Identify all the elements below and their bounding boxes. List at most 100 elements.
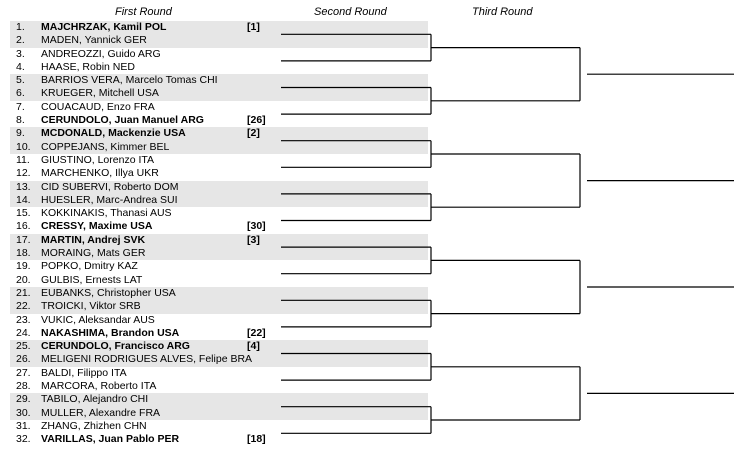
draw-entry: 27. BALDI, Filippo ITA	[10, 367, 428, 380]
entry-name: COUACAUD, Enzo FRA	[41, 100, 155, 113]
entry-num: 15.	[16, 207, 31, 220]
entry-num: 22.	[16, 300, 31, 313]
draw-entry: 10. COPPEJANS, Kimmer BEL	[10, 140, 428, 154]
draw-entry: 11. GIUSTINO, Lorenzo ITA	[10, 154, 428, 167]
draw-entry: 9.MCDONALD, Mackenzie USA[2]	[10, 127, 428, 141]
draw-list: 1.MAJCHRZAK, Kamil POL[1]2.MADEN, Yannic…	[10, 21, 428, 447]
draw-entry: 16. CRESSY, Maxime USA [30]	[10, 220, 428, 233]
entry-seed: [22]	[247, 326, 266, 339]
entry-name: CERUNDOLO, Juan Manuel ARG	[41, 114, 204, 127]
entry-seed: [18]	[247, 433, 266, 446]
draw-entry: 14. HUESLER, Marc-Andrea SUI	[10, 193, 428, 208]
draw-entry: 8. CERUNDOLO, Juan Manuel ARG [26]	[10, 114, 428, 127]
entry-name: HAASE, Robin NED	[41, 60, 135, 73]
entry-num: 4.	[16, 60, 25, 73]
entry-num: 28.	[16, 380, 31, 393]
entry-name: MELIGENI RODRIGUES ALVES, Felipe BRA	[41, 353, 253, 366]
entry-num: 21.	[16, 286, 31, 299]
draw-entry: 24. NAKASHIMA, Brandon USA [22]	[10, 327, 428, 340]
draw-entry: 5.BARRIOS VERA, Marcelo Tomas CHI	[10, 74, 428, 88]
entry-seed: [26]	[247, 114, 266, 127]
draw-entry: 32. VARILLAS, Juan Pablo PER [18]	[10, 433, 428, 446]
entry-num: 27.	[16, 366, 31, 379]
entry-name: HUESLER, Marc-Andrea SUI	[41, 193, 178, 206]
draw-entry: 28. MARCORA, Roberto ITA	[10, 380, 428, 393]
draw-entry: 7. COUACAUD, Enzo FRA	[10, 101, 428, 114]
entry-num: 2.	[16, 34, 25, 47]
entry-num: 23.	[16, 313, 31, 326]
draw-entry: 19. POPKO, Dmitry KAZ	[10, 260, 428, 273]
entry-name: MAJCHRZAK, Kamil POL	[41, 21, 167, 33]
draw-entry: 17. MARTIN, Andrej SVK [3]	[10, 233, 428, 248]
draw-entry: 20. GULBIS, Ernests LAT	[10, 274, 428, 287]
entry-num: 1.	[16, 21, 25, 33]
entry-num: 10.	[16, 140, 31, 153]
entry-name: VARILLAS, Juan Pablo PER	[41, 433, 180, 446]
entry-num: 31.	[16, 419, 31, 432]
entry-name: MARTIN, Andrej SVK	[41, 233, 146, 246]
entry-num: 32.	[16, 433, 31, 446]
entry-num: 29.	[16, 393, 31, 406]
draw-entry: 1.MAJCHRZAK, Kamil POL[1]	[10, 21, 428, 35]
entry-num: 18.	[16, 247, 31, 260]
entry-num: 12.	[16, 167, 31, 180]
entry-num: 25.	[16, 340, 31, 353]
entry-name: EUBANKS, Christopher USA	[41, 286, 176, 299]
draw-entry: 26.MELIGENI RODRIGUES ALVES, Felipe BRA	[10, 353, 428, 367]
second-round-header: Second Round	[314, 6, 387, 18]
entry-name: CRESSY, Maxime USA	[41, 220, 153, 233]
draw-entry: 22. TROICKI, Viktor SRB	[10, 300, 428, 314]
entry-seed: [30]	[247, 220, 266, 233]
entry-name: MADEN, Yannick GER	[41, 34, 147, 47]
draw-entry: 29. TABILO, Alejandro CHI	[10, 393, 428, 407]
entry-num: 19.	[16, 260, 31, 273]
draw-entry: 31. ZHANG, Zhizhen CHN	[10, 420, 428, 433]
entry-num: 16.	[16, 220, 31, 233]
entry-num: 13.	[16, 180, 31, 193]
third-round-header: Third Round	[472, 6, 533, 18]
draw-entry: 18. MORAING, Mats GER	[10, 247, 428, 261]
entry-num: 17.	[16, 233, 31, 246]
entry-name: KRUEGER, Mitchell USA	[41, 87, 159, 100]
entry-name: MCDONALD, Mackenzie USA	[41, 127, 186, 140]
entry-name: ZHANG, Zhizhen CHN	[41, 419, 147, 432]
entry-seed: [3]	[247, 233, 260, 246]
entry-num: 3.	[16, 47, 25, 60]
draw-entry: 3. ANDREOZZI, Guido ARG	[10, 48, 428, 61]
entry-name: KOKKINAKIS, Thanasi AUS	[41, 207, 172, 220]
draw-entry: 23. VUKIC, Aleksandar AUS	[10, 314, 428, 327]
entry-name: MORAING, Mats GER	[41, 247, 146, 260]
entry-num: 24.	[16, 326, 31, 339]
draw-entry: 15. KOKKINAKIS, Thanasi AUS	[10, 207, 428, 220]
draw-entry: 12. MARCHENKO, Illya UKR	[10, 167, 428, 180]
entry-num: 11.	[16, 153, 30, 166]
entry-name: POPKO, Dmitry KAZ	[41, 260, 138, 273]
entry-num: 30.	[16, 406, 31, 419]
draw-entry: 4. HAASE, Robin NED	[10, 61, 428, 74]
entry-name: CID SUBERVI, Roberto DOM	[41, 180, 179, 193]
entry-name: GULBIS, Ernests LAT	[41, 273, 143, 286]
entry-name: BALDI, Filippo ITA	[41, 366, 127, 379]
entry-name: MARCORA, Roberto ITA	[41, 380, 157, 393]
draw-entry: 2. MADEN, Yannick GER	[10, 34, 428, 48]
entry-name: TABILO, Alejandro CHI	[41, 393, 149, 406]
entry-name: VUKIC, Aleksandar AUS	[41, 313, 155, 326]
entry-num: 5.	[16, 74, 25, 87]
entry-name: TROICKI, Viktor SRB	[41, 300, 141, 313]
entry-num: 20.	[16, 273, 31, 286]
entry-name: MARCHENKO, Illya UKR	[41, 167, 159, 180]
entry-name: MULLER, Alexandre FRA	[41, 406, 161, 419]
draw-entry: 6. KRUEGER, Mitchell USA	[10, 87, 428, 101]
entry-num: 7.	[16, 100, 25, 113]
entry-seed: [4]	[247, 340, 260, 353]
entry-num: 9.	[16, 127, 25, 140]
entry-name: NAKASHIMA, Brandon USA	[41, 326, 180, 339]
entry-num: 14.	[16, 193, 31, 206]
entry-name: GIUSTINO, Lorenzo ITA	[41, 153, 155, 166]
entry-name: COPPEJANS, Kimmer BEL	[41, 140, 170, 153]
entry-num: 6.	[16, 87, 25, 100]
entry-num: 8.	[16, 114, 25, 127]
entry-name: ANDREOZZI, Guido ARG	[41, 47, 161, 60]
first-round-header: First Round	[115, 6, 172, 18]
